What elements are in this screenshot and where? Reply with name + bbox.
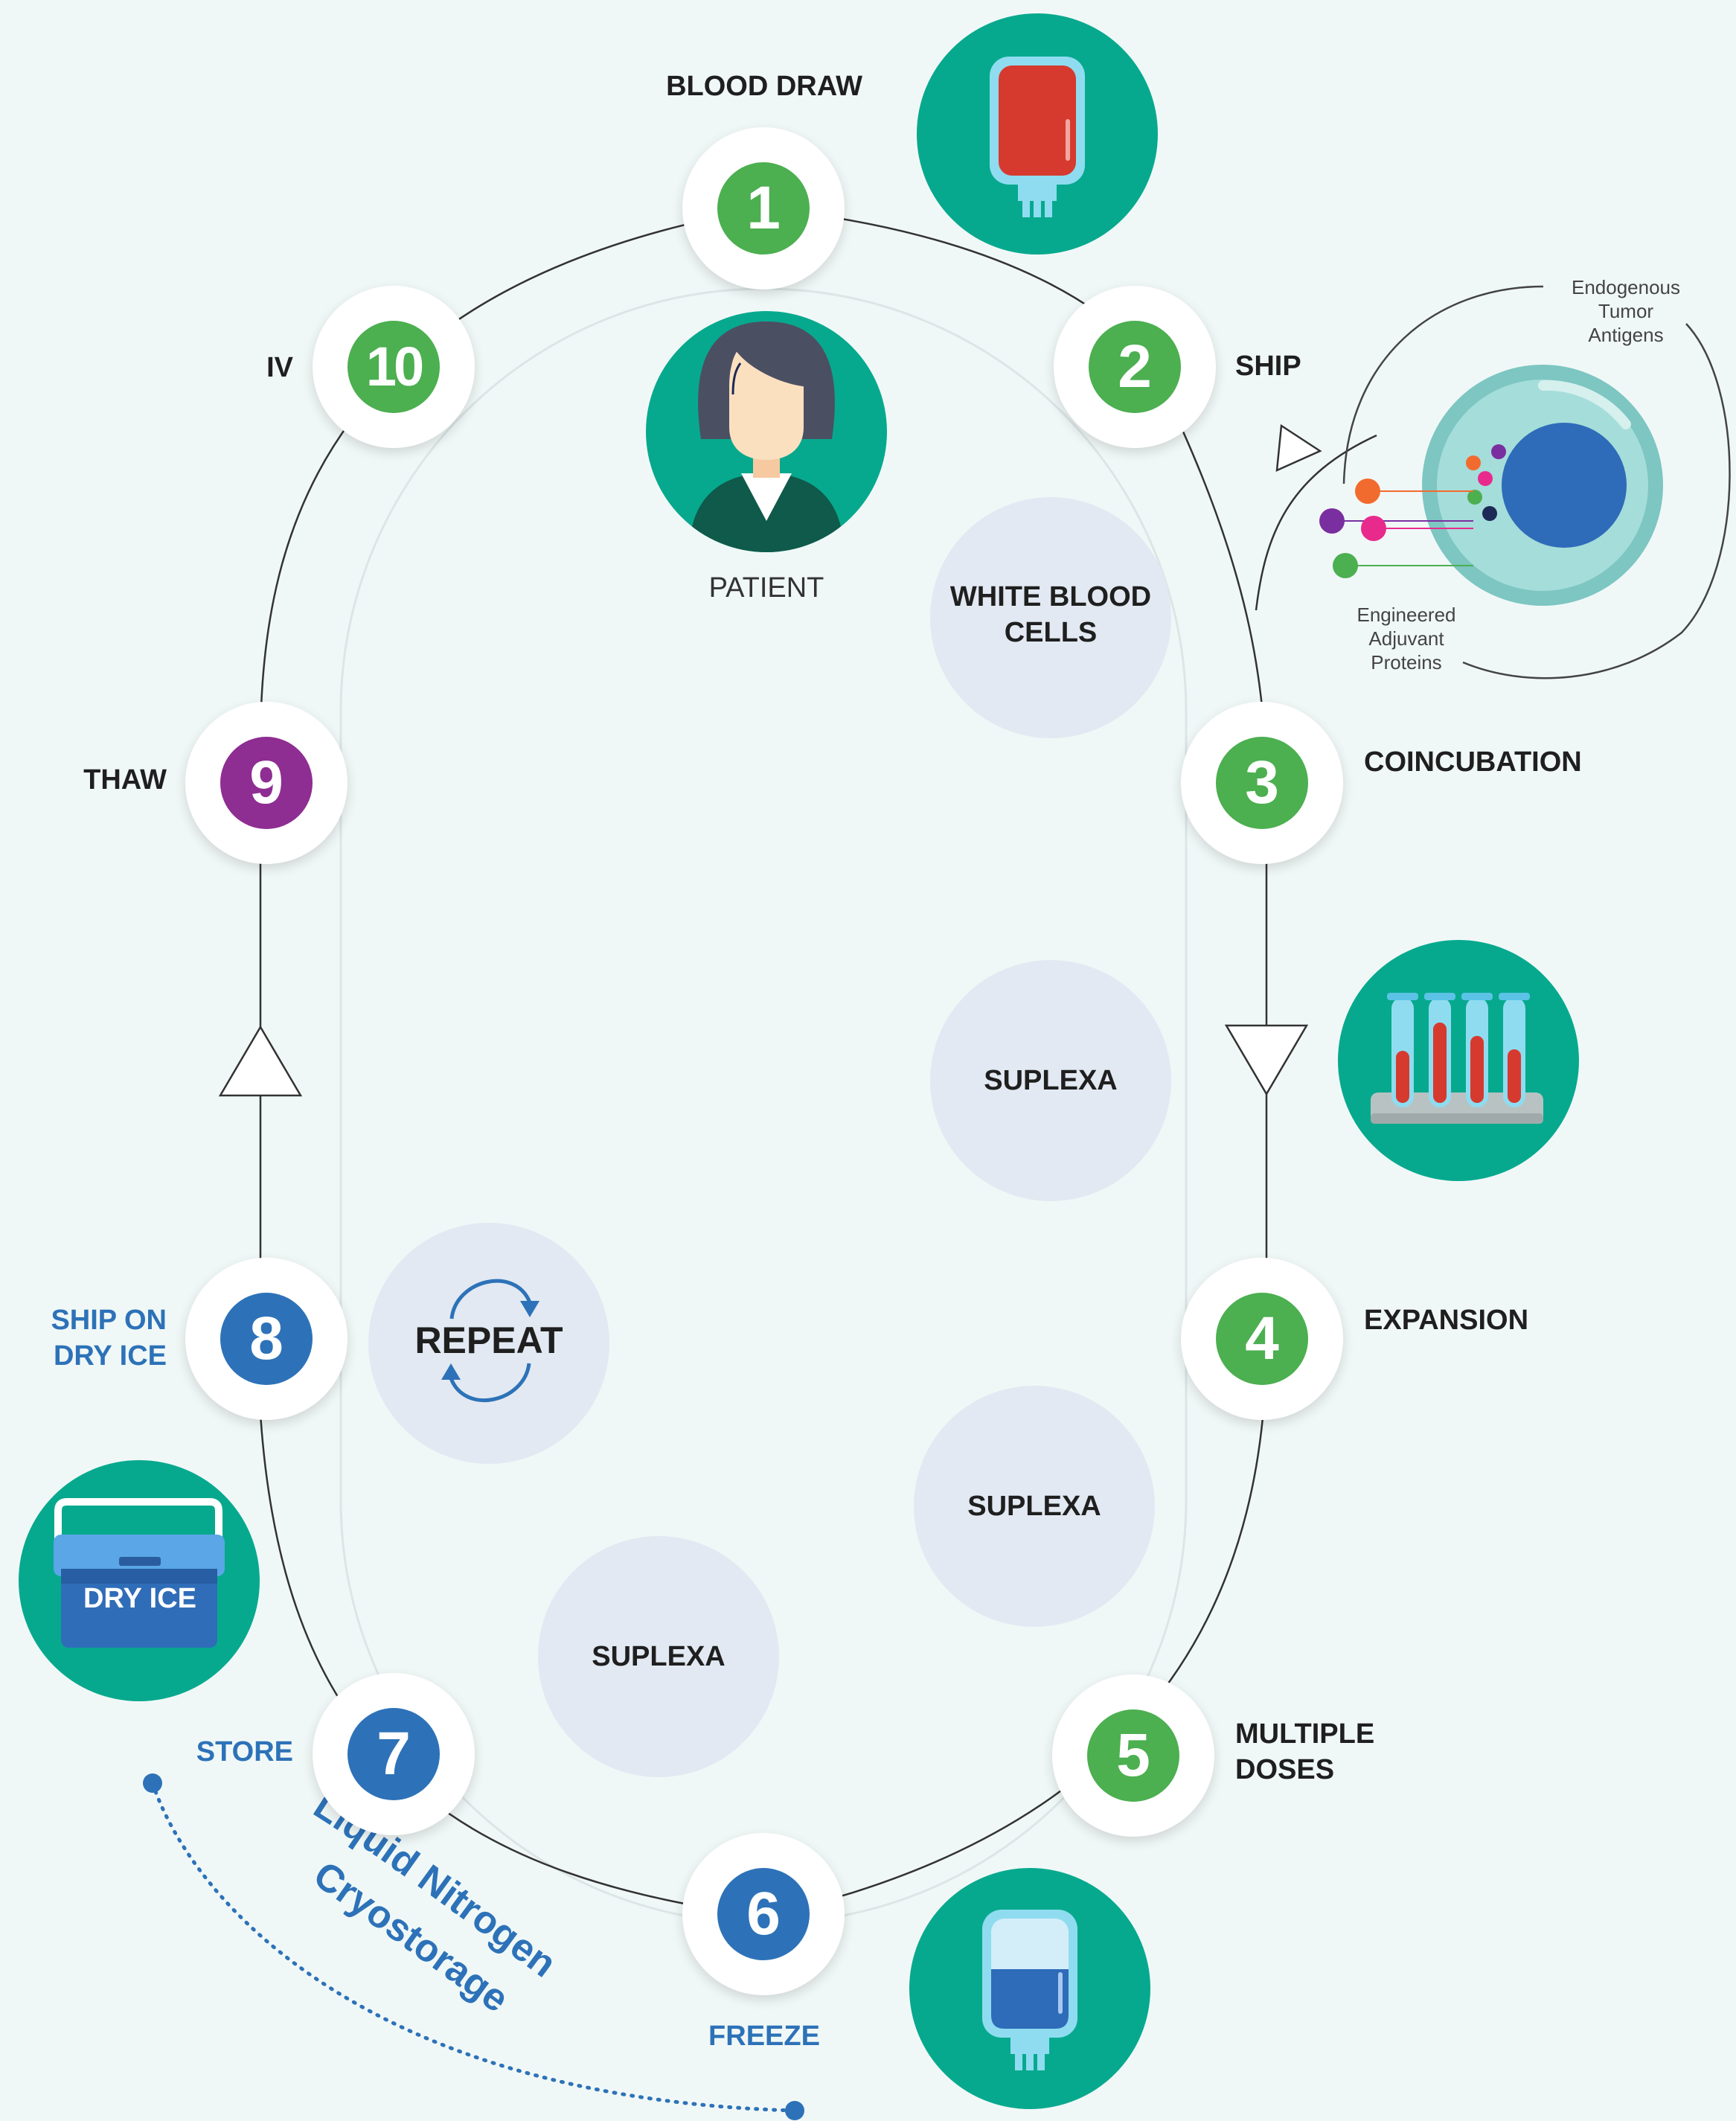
step-badge-7: 7 [347, 1708, 440, 1800]
bubble-suplexa-2-text: SUPLEXA [967, 1491, 1101, 1522]
step-badge-6: 6 [717, 1868, 810, 1960]
step-node-3: 3 [1181, 702, 1343, 864]
patient-avatar-icon [646, 311, 887, 552]
step-node-1: 1 [682, 127, 845, 289]
step-node-5: 5 [1052, 1674, 1214, 1837]
bubble-repeat: REPEAT [368, 1223, 609, 1464]
step-badge-4: 4 [1216, 1293, 1308, 1385]
step-node-2: 2 [1054, 286, 1216, 448]
adjuvant-bracket [1462, 323, 1731, 679]
tumor-cell-icon [1319, 365, 1663, 606]
test-tubes-icon [1338, 940, 1579, 1181]
step-label-5: MULTIPLE DOSES [1235, 1718, 1375, 1785]
step-node-10: 10 [313, 286, 475, 448]
step-node-8: 8 [185, 1258, 347, 1420]
cooler-icon [19, 1460, 260, 1701]
patient-label: PATIENT [708, 572, 824, 604]
arrow-up-marker [218, 1025, 303, 1097]
step-badge-8: 8 [220, 1293, 313, 1385]
cryostorage-dotted-path [150, 1781, 797, 2113]
cell-top-label: Endogenous Tumor Antigens [1571, 276, 1681, 346]
step-label-6: FREEZE [708, 2021, 820, 2052]
step-label-4: EXPANSION [1364, 1305, 1529, 1336]
step-node-6: 6 [682, 1833, 845, 1995]
bubble-suplexa-3: SUPLEXA [538, 1536, 779, 1777]
step-label-10: IV [266, 352, 293, 383]
step-label-8: SHIP ON DRY ICE [51, 1305, 167, 1372]
step-badge-1: 1 [717, 162, 810, 255]
bubble-suplexa-1: SUPLEXA [930, 960, 1171, 1201]
bubble-white-blood-cells: WHITE BLOOD CELLS [930, 497, 1171, 738]
step-label-2: SHIP [1235, 351, 1301, 382]
antigen-bracket [1342, 285, 1544, 484]
ship-connector-arrow [1275, 423, 1322, 473]
step-label-7: STORE [196, 1736, 293, 1768]
frozen-bag-icon [909, 1868, 1150, 2109]
ship-connector [1255, 434, 1377, 611]
cryostorage-start-dot [143, 1773, 162, 1793]
step-badge-10: 10 [347, 321, 440, 413]
bubble-white-blood-cells-text: WHITE BLOOD CELLS [949, 581, 1152, 648]
cooler-label: DRY ICE [83, 1583, 197, 1614]
bubble-suplexa-1-text: SUPLEXA [984, 1065, 1118, 1096]
step-badge-5: 5 [1087, 1709, 1179, 1802]
step-label-9: THAW [83, 764, 167, 796]
bubble-suplexa-2: SUPLEXA [914, 1386, 1155, 1627]
step-badge-3: 3 [1216, 737, 1308, 829]
step-badge-9: 9 [220, 737, 313, 829]
step-node-7: 7 [313, 1673, 475, 1835]
step-node-4: 4 [1181, 1258, 1343, 1420]
step-label-1: BLOOD DRAW [666, 71, 862, 102]
step-label-3: COINCUBATION [1364, 746, 1582, 778]
cell-bottom-label: Engineered Adjuvant Proteins [1357, 604, 1456, 674]
bubble-suplexa-3-text: SUPLEXA [592, 1641, 726, 1672]
cryostorage-end-dot [785, 2101, 804, 2120]
step-badge-2: 2 [1089, 321, 1181, 413]
step-node-9: 9 [185, 702, 347, 864]
blood-bag-icon [917, 13, 1158, 255]
arrow-down-marker [1224, 1024, 1309, 1096]
bubble-repeat-text: REPEAT [414, 1319, 563, 1361]
